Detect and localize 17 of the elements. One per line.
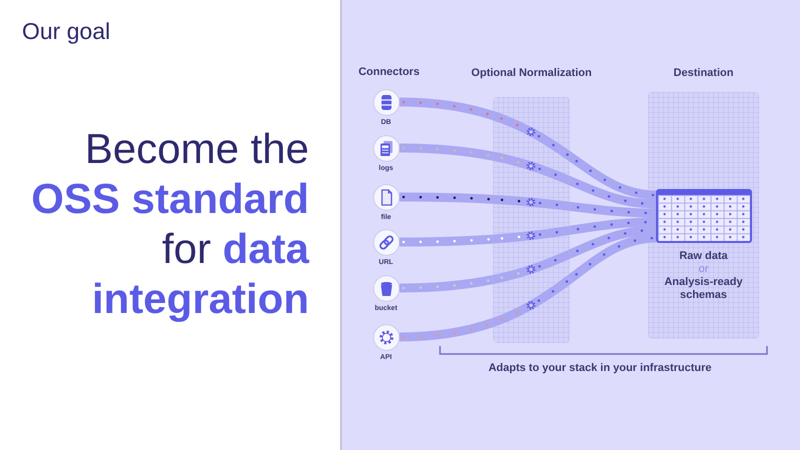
data-flow-band (399, 192, 494, 204)
data-flow-band (569, 202, 656, 218)
data-flow-band (399, 318, 494, 342)
caption-text: or (698, 263, 708, 276)
caption-text: Raw data (679, 250, 728, 263)
slide-title: Our goal (22, 17, 110, 45)
data-flow-band (399, 234, 494, 246)
column-header: Destination (672, 66, 734, 80)
caption-text: Adapts to your stack in your infrastructure (487, 361, 713, 375)
caption-text: Analysis-ready schemas (663, 276, 744, 302)
data-flow-band (569, 218, 656, 235)
column-header: Connectors (357, 65, 421, 79)
column-header: Optional Normalization (470, 66, 593, 80)
data-flow-band (399, 144, 494, 161)
tagline-text: Become the OSS standard for data integration (30, 124, 309, 324)
data-table-grid (656, 189, 752, 243)
data-flow-band (399, 275, 494, 292)
